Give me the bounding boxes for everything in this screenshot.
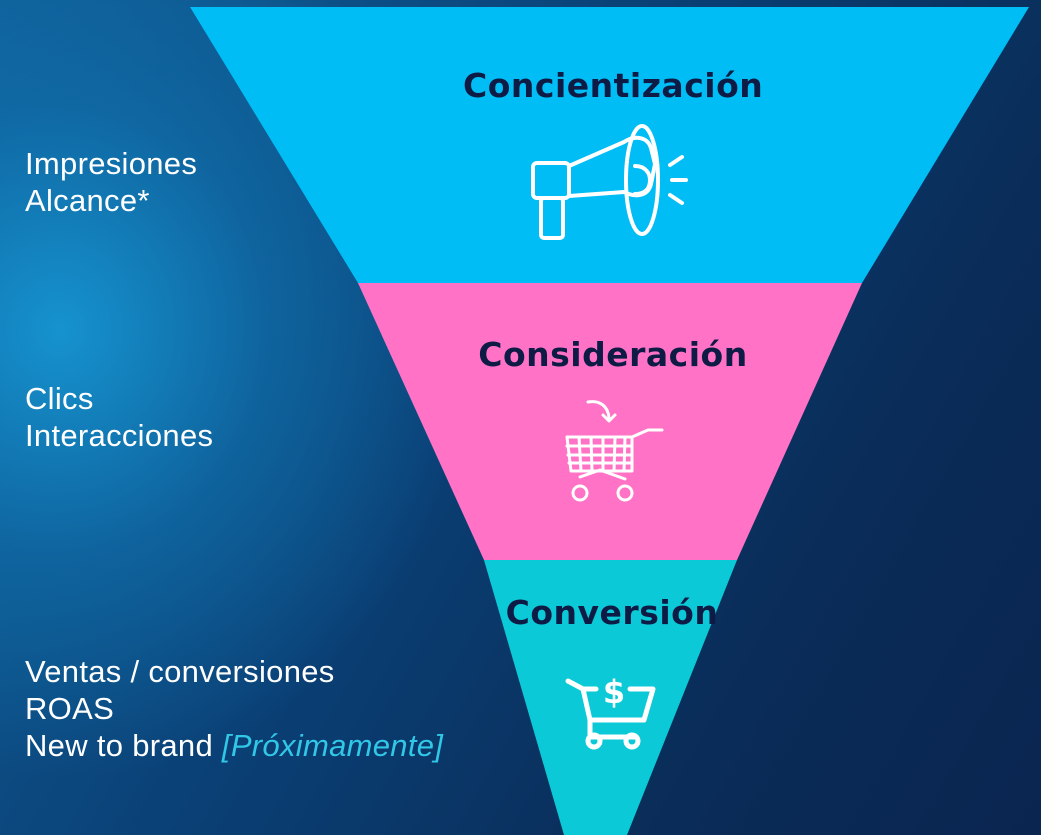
- metric-roas: ROAS: [25, 691, 115, 726]
- funnel-band-conversion: [484, 560, 737, 835]
- stage-title-consideration: Consideración: [478, 335, 748, 374]
- metric-impressions: Impresiones: [25, 146, 198, 181]
- stage-title-conversion: Conversión: [505, 593, 719, 632]
- coming-soon-label: [Próximamente]: [221, 728, 444, 763]
- metric-new-to-brand-row: New to brand [Próximamente]: [25, 727, 443, 764]
- megaphone-icon: [531, 124, 688, 240]
- metrics-conversion: Ventas / conversiones ROAS New to brand …: [25, 653, 443, 764]
- dollar-sign-icon: $: [603, 673, 625, 711]
- metric-sales-conversions: Ventas / conversiones: [25, 654, 335, 689]
- metrics-awareness: Impresiones Alcance*: [25, 145, 197, 219]
- metric-interactions: Interacciones: [25, 418, 214, 453]
- funnel-band-awareness: [190, 7, 1029, 283]
- cart-dollar-icon: [565, 678, 656, 750]
- shopping-cart-add-icon: [565, 400, 664, 502]
- metric-reach: Alcance*: [25, 183, 150, 218]
- metric-clicks: Clics: [25, 381, 94, 416]
- stage-title-awareness: Concientización: [463, 66, 764, 105]
- metrics-consideration: Clics Interacciones: [25, 380, 213, 454]
- metric-new-to-brand: New to brand: [25, 728, 213, 763]
